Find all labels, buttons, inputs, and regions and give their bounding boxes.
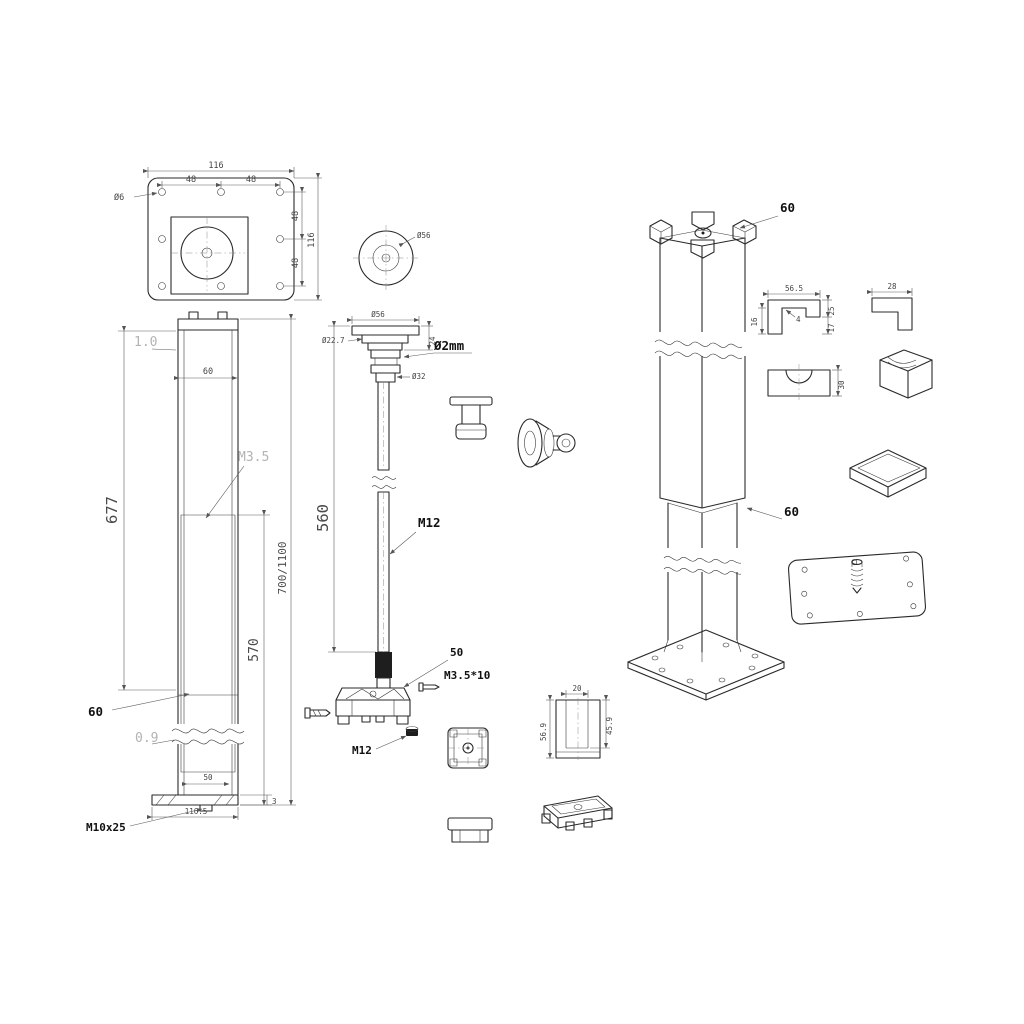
foot-isometric-view	[541, 795, 613, 831]
leg-stud	[199, 804, 213, 812]
dim-plate-height: 116	[307, 232, 317, 247]
dim-hole-dia: Ø6	[114, 192, 124, 203]
dim-neck-dia: Ø22.7	[322, 336, 345, 345]
adjuster-bolt-side-view	[449, 396, 493, 440]
nut-part	[405, 726, 419, 736]
dim-cap-height: 25	[827, 306, 836, 315]
dim-base-width: 116.5	[185, 807, 208, 816]
plate-outline	[147, 177, 295, 301]
dim-plate-width: 116	[208, 161, 223, 171]
dim-total-length: 700/1100	[276, 542, 289, 595]
base-plate-top-holes	[801, 555, 917, 619]
corner-cap-parts	[649, 211, 757, 259]
dim-block-height: 30	[837, 380, 846, 390]
dim-wall-bottom: 0.9	[135, 731, 158, 746]
dim-wall-top: 1.0	[134, 335, 157, 350]
dim-head-height: 24	[428, 336, 437, 346]
corner-cap-isometric-view	[879, 349, 933, 399]
base-plate-holes	[651, 642, 759, 684]
spindle-flange	[351, 325, 420, 336]
label-tube-size: 60	[88, 704, 103, 719]
dim-cap-width: 56.5	[785, 284, 803, 293]
dim-inner-length: 570	[247, 638, 262, 661]
dim-hole-pitch-right: 48	[246, 175, 256, 185]
leg-top-cap	[177, 318, 239, 331]
label-foot-screw: M3.5*10	[444, 669, 490, 682]
base-plate-top-view	[787, 551, 927, 625]
dim-hole-pitch-bottom: 48	[291, 258, 301, 268]
spindle-views: Ø56 Ø56 Ø22.7 24 Ø2mm Ø32 560 M12	[314, 225, 472, 689]
clip-section-view: 28	[866, 282, 913, 331]
dim-outer-height: 56.9	[539, 723, 548, 741]
label-tube-size-iso: 60	[784, 504, 799, 519]
dim-rod-length: 560	[314, 504, 332, 532]
dim-collar-dia: Ø32	[412, 372, 426, 381]
corner-cap-section-view: 56.5 25 17 16 4	[750, 284, 836, 335]
label-pin-dia: Ø2mm	[433, 338, 465, 353]
dim-hole-pitch-left: 48	[186, 175, 196, 185]
foot-profile-side-view: 20 56.9 45.9	[539, 684, 614, 760]
plate-inner-square	[170, 216, 249, 295]
leg-assembly-isometric-view: 60 60	[627, 200, 799, 701]
base-plate-iso	[627, 629, 785, 695]
label-foot-thread: M12	[352, 744, 372, 757]
dim-outer-width: 60	[203, 367, 213, 377]
adjustable-foot-front-view: 50 M3.5*10 M12	[304, 646, 490, 757]
dim-hole-pitch-top: 48	[291, 211, 301, 221]
dim-outer-length: 677	[103, 496, 121, 524]
label-top-cap-size: 60	[780, 200, 795, 215]
foot-insert-top-view	[447, 727, 489, 769]
dim-cap-wall: 4	[796, 315, 801, 324]
plate-holes	[158, 188, 284, 290]
leg-front-view: 1.0 60 677 M3.5 570 700/1100 60 0.9 50 1…	[86, 311, 296, 834]
center-screw-part	[850, 559, 864, 594]
dim-inner-width: 50	[203, 773, 213, 782]
leg-base-plate	[151, 794, 239, 806]
square-cap-isometric-view	[849, 449, 927, 498]
screw-icon	[304, 707, 331, 719]
dim-slot-width: 20	[572, 684, 582, 693]
end-cap-front-view	[447, 817, 493, 843]
label-stud-thread: M10x25	[86, 821, 126, 834]
label-screw-thread: M3.5	[238, 450, 269, 465]
dim-flange-dia: Ø56	[371, 310, 385, 319]
small-screw-icon	[418, 682, 440, 692]
knob-side-view	[517, 418, 576, 468]
dim-cap-depth: 16	[750, 317, 759, 327]
dim-clip-width: 28	[887, 282, 897, 291]
mounting-plate-top-view: 116 48 48 Ø6 48 48 116	[114, 161, 322, 301]
dim-foot-size: 50	[450, 646, 463, 659]
dim-inner-height: 45.9	[605, 717, 614, 735]
spindle-thread-section	[375, 652, 392, 678]
dim-cap-step: 17	[827, 323, 836, 332]
slot-block-section-view: 30	[767, 364, 846, 402]
label-rod-thread: M12	[418, 515, 441, 530]
dim-base-thickness: 3	[272, 797, 277, 806]
dim-top-dia: Ø56	[417, 231, 431, 240]
